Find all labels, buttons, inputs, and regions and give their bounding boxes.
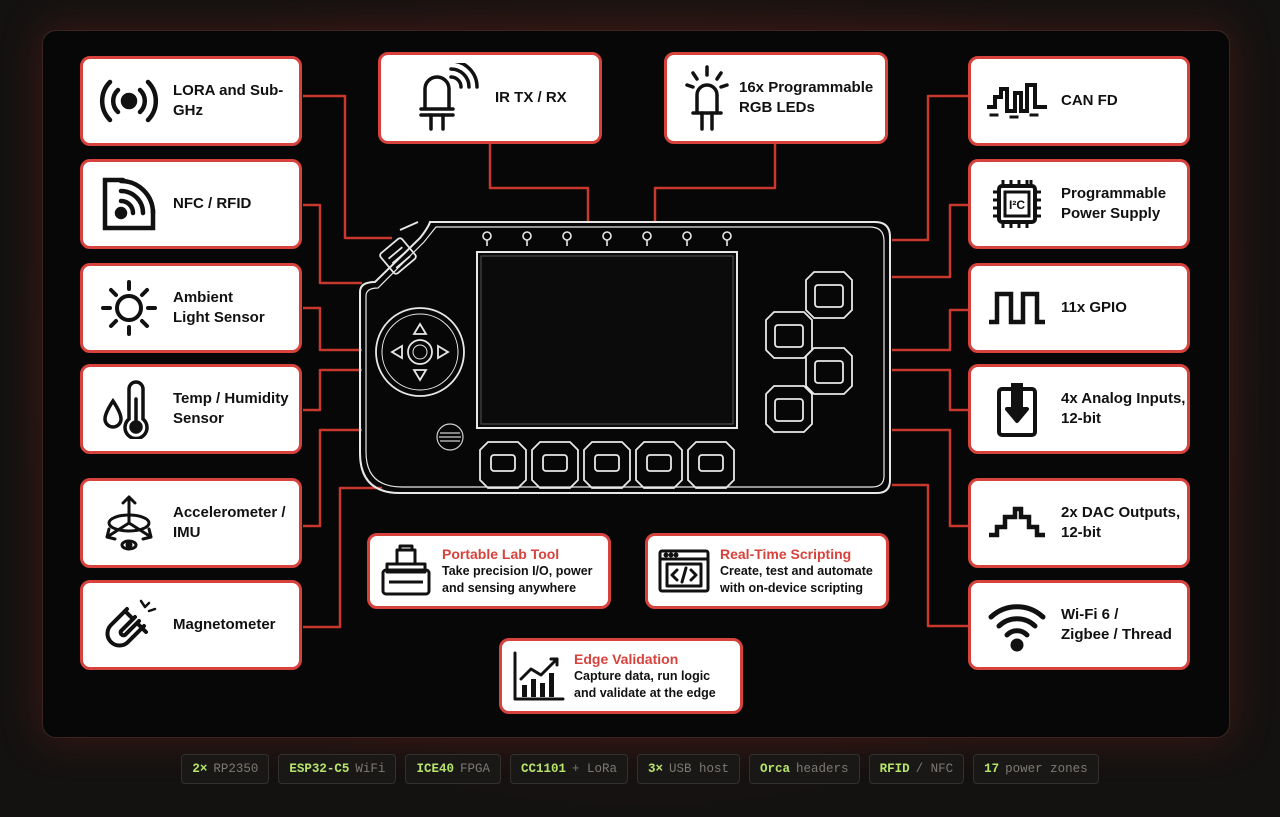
chip-key: CC1101	[520, 762, 566, 776]
spec-chip: CC1101 + LoRa	[509, 754, 628, 784]
chip-key: RFID	[879, 762, 910, 776]
square-wave-icon	[985, 276, 1049, 340]
connector-wires	[303, 94, 968, 629]
spec-chip: ICE40 FPGA	[405, 754, 501, 784]
lab-tool-icon	[378, 543, 434, 599]
chip-key: ICE40	[416, 762, 454, 776]
card-label: CAN FD	[1061, 92, 1118, 109]
card-nfc: NFC / RFID	[80, 159, 302, 249]
feature-text: Edge Validation Capture data, run logic …	[574, 651, 716, 702]
code-window-icon	[656, 543, 712, 599]
feature-realtime-scripting: Real-Time Scripting Create, test and aut…	[645, 533, 889, 609]
card-label: Accelerometer / IMU	[173, 504, 286, 541]
speaker-grille	[436, 423, 464, 451]
i2c-chip-icon: I²C	[985, 172, 1049, 236]
card-power-supply: I²C Programmable Power Supply	[968, 159, 1190, 249]
card-label: NFC / RFID	[173, 195, 252, 212]
chip-key: Orca	[760, 762, 791, 776]
card-analog-inputs: 4x Analog Inputs, 12-bit	[968, 364, 1190, 454]
card-label: IR TX / RX	[495, 89, 567, 106]
spec-chip: 3× USB host	[637, 754, 741, 784]
sun-icon	[97, 276, 161, 340]
step-wave-icon	[985, 491, 1049, 555]
feature-desc: Capture data, run logic and validate at …	[574, 668, 716, 700]
feature-portable-lab: Portable Lab Tool Take precision I/O, po…	[367, 533, 611, 609]
chip-value: RP2350	[213, 762, 259, 776]
feature-edge-validation: Edge Validation Capture data, run logic …	[499, 638, 743, 714]
card-label: Programmable Power Supply	[1061, 185, 1167, 222]
card-label: LORA and Sub-GHz	[173, 82, 284, 119]
spec-chips: 2× RP2350 ESP32-C5 WiFi ICE40 FPGA CC1101 + …	[0, 754, 1280, 784]
svg-text:I²C: I²C	[1009, 198, 1025, 212]
dpad	[375, 307, 465, 397]
spec-chip: ESP32-C5 WiFi	[278, 754, 397, 784]
magnet-icon	[97, 593, 161, 657]
nfc-icon	[97, 172, 161, 236]
spec-chip: RFID / NFC	[868, 754, 965, 784]
card-magnetometer: Magnetometer	[80, 580, 302, 670]
card-accelerometer: Accelerometer / IMU	[80, 478, 302, 568]
face-buttons	[765, 271, 853, 433]
analog-input-icon	[985, 377, 1049, 441]
device-screen	[476, 251, 738, 429]
feature-title: Portable Lab Tool	[442, 545, 560, 562]
feature-desc: Take precision I/O, power and sensing an…	[442, 563, 593, 595]
feature-text: Portable Lab Tool Take precision I/O, po…	[442, 546, 593, 597]
radio-signal-icon	[97, 69, 161, 133]
card-dac-outputs: 2x DAC Outputs, 12-bit	[968, 478, 1190, 568]
card-temp-humidity: Temp / Humidity Sensor	[80, 364, 302, 454]
chip-key: 17	[984, 762, 1000, 776]
chip-value: WiFi	[355, 762, 386, 776]
spec-chip: 2× RP2350	[181, 754, 270, 784]
chip-value: power zones	[1005, 762, 1088, 776]
chip-key: ESP32-C5	[289, 762, 350, 776]
card-rgb-leds: 16x Programmable RGB LEDs	[664, 52, 888, 144]
card-label: 11x GPIO	[1061, 299, 1127, 316]
feature-title: Edge Validation	[574, 650, 679, 667]
ir-led-icon	[417, 63, 481, 133]
chip-value: headers	[796, 762, 849, 776]
led-pins	[482, 231, 732, 246]
card-label: 4x Analog Inputs, 12-bit	[1061, 390, 1186, 427]
card-label: 2x DAC Outputs, 12-bit	[1061, 504, 1181, 541]
chip-key: 3×	[648, 762, 664, 776]
card-label: Temp / Humidity Sensor	[173, 390, 289, 427]
device-outline	[359, 221, 891, 494]
card-lora: LORA and Sub-GHz	[80, 56, 302, 146]
card-ambient-light: Ambient Light Sensor	[80, 263, 302, 353]
antenna	[379, 221, 419, 275]
chip-value: + LoRa	[571, 762, 617, 776]
card-ir: IR TX / RX	[378, 52, 602, 144]
card-label: 16x Programmable RGB LEDs	[739, 79, 874, 116]
card-can-fd: CAN FD	[968, 56, 1190, 146]
card-label: Magnetometer	[173, 616, 276, 633]
card-label: Wi-Fi 6 / Zigbee / Thread	[1061, 606, 1172, 643]
can-signal-icon	[985, 69, 1049, 133]
bottom-buttons	[479, 441, 735, 489]
chip-value: / NFC	[915, 762, 954, 776]
led-icon	[685, 63, 729, 133]
spec-chip: Orca headers	[749, 754, 860, 784]
card-label: Ambient Light Sensor	[173, 289, 265, 326]
axes-icon	[97, 491, 161, 555]
wifi-icon	[985, 593, 1049, 657]
feature-text: Real-Time Scripting Create, test and aut…	[720, 546, 873, 597]
chip-value: FPGA	[459, 762, 490, 776]
chart-icon	[510, 648, 566, 704]
card-wifi: Wi-Fi 6 / Zigbee / Thread	[968, 580, 1190, 670]
spec-chip: 17 power zones	[973, 754, 1099, 784]
card-gpio: 11x GPIO	[968, 263, 1190, 353]
feature-desc: Create, test and automate with on-device…	[720, 563, 873, 595]
feature-title: Real-Time Scripting	[720, 545, 852, 562]
chip-key: 2×	[192, 762, 208, 776]
thermometer-icon	[97, 377, 161, 441]
chip-value: USB host	[669, 762, 730, 776]
